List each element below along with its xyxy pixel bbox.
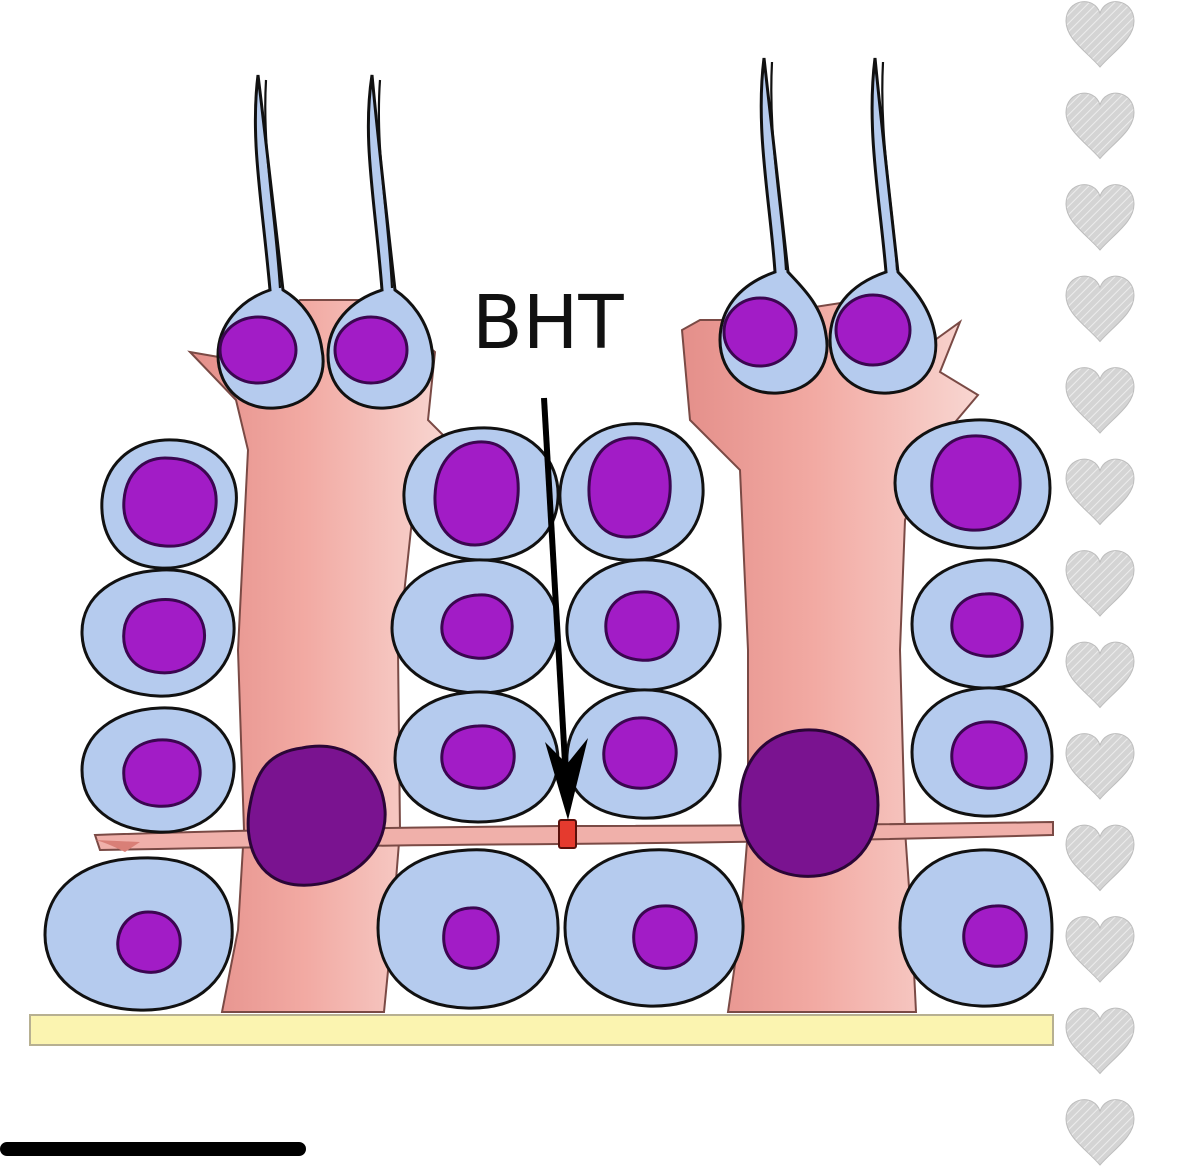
spermatid-4 bbox=[828, 57, 938, 395]
spermatid-1 bbox=[216, 74, 325, 410]
spermatocyte-center-5 bbox=[565, 558, 722, 692]
spermatid-3 bbox=[718, 57, 829, 395]
heart-icon bbox=[1065, 367, 1135, 434]
heart-decoration-column bbox=[1065, 1, 1135, 1166]
heart-icon bbox=[1065, 1007, 1135, 1074]
spermatocyte-right-1 bbox=[893, 418, 1052, 550]
spermatid-2 bbox=[326, 74, 435, 410]
heart-icon bbox=[1065, 184, 1135, 251]
heart-icon bbox=[1065, 458, 1135, 525]
junction-band-edge bbox=[95, 840, 140, 852]
spermatocyte-left-2 bbox=[80, 568, 236, 698]
spermatocyte-center-1 bbox=[402, 426, 560, 562]
basement-membrane bbox=[29, 1014, 1054, 1046]
spermatocyte-center-2 bbox=[390, 558, 560, 695]
spermatogonium-left bbox=[43, 856, 234, 1012]
heart-icon bbox=[1065, 550, 1135, 617]
spermatocyte-center-3 bbox=[393, 690, 560, 824]
spermatocyte-left-3 bbox=[80, 706, 236, 834]
arrow-down-icon bbox=[541, 397, 588, 820]
junction-label: BHT bbox=[472, 280, 624, 366]
heart-icon bbox=[1065, 824, 1135, 891]
heart-icon bbox=[1065, 92, 1135, 159]
heart-icon bbox=[1065, 916, 1135, 983]
spermatocyte-right-2 bbox=[910, 558, 1054, 690]
sertoli-nucleus-right bbox=[738, 728, 880, 878]
bottom-bar bbox=[0, 1142, 306, 1156]
sertoli-nucleus-left bbox=[246, 744, 387, 887]
heart-icon bbox=[1065, 641, 1135, 708]
heart-icon bbox=[1065, 275, 1135, 342]
heart-icon bbox=[1065, 733, 1135, 800]
spermatocyte-center-6 bbox=[565, 688, 722, 820]
spermatogonium-center-right bbox=[563, 848, 745, 1008]
heart-icon bbox=[1065, 1099, 1135, 1166]
spermatocyte-right-3 bbox=[910, 686, 1054, 818]
heart-icon bbox=[1065, 1, 1135, 68]
junction-marker bbox=[558, 819, 577, 849]
spermatocyte-left-1 bbox=[100, 438, 238, 570]
spermatogonium-center-left bbox=[376, 848, 560, 1010]
spermatocyte-center-4 bbox=[558, 422, 705, 562]
spermatogonium-right bbox=[898, 848, 1054, 1008]
